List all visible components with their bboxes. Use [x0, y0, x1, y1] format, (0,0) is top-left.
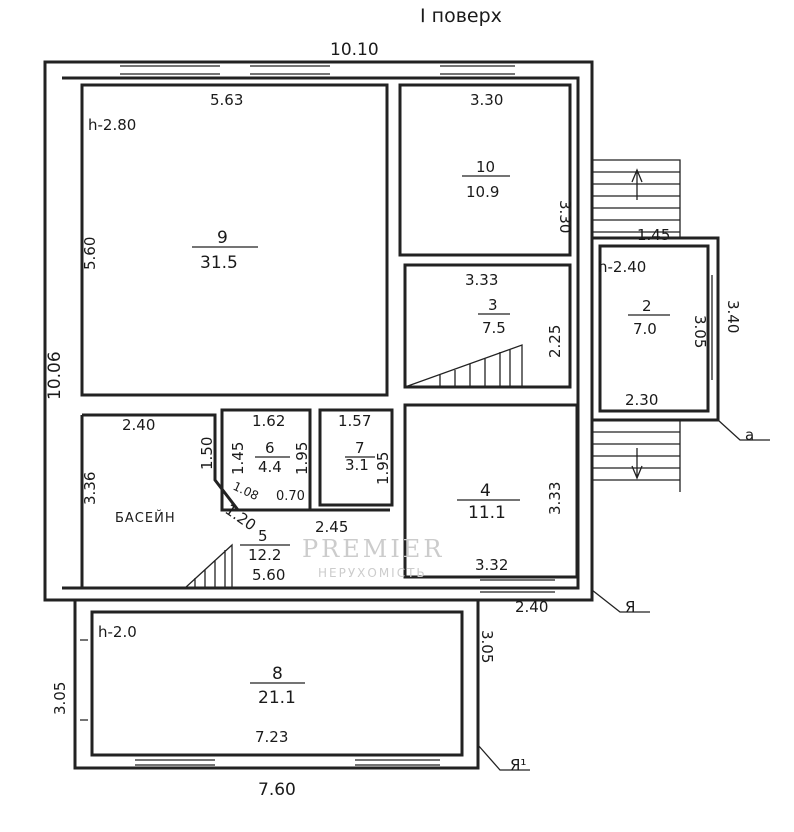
dim: 1.95 [293, 442, 311, 475]
room-labels: 9 31.5 10 10.9 3 7.5 2 7.0 6 4.4 7 3.1 4… [200, 158, 657, 708]
room-number: 7 [355, 439, 365, 457]
dim: h-2.80 [88, 116, 136, 134]
dim: 1.08 [231, 479, 261, 503]
room-2-inner [598, 244, 710, 413]
room-6-wall [220, 408, 312, 512]
dim: 5.60 [252, 566, 285, 584]
dim: 1.45 [637, 226, 670, 244]
dim-total-width: 10.10 [330, 40, 379, 60]
room-number: 5 [258, 527, 268, 545]
dim: 3.30 [556, 200, 574, 233]
dim: h-2.0 [98, 623, 137, 641]
room-9-wall [80, 83, 389, 397]
dim: 3.40 [724, 300, 742, 333]
dim: 1.57 [338, 412, 371, 430]
room-3-wall [403, 263, 572, 389]
section-lines [477, 419, 770, 771]
dim: 1.95 [374, 452, 392, 485]
porch-arrows [631, 168, 643, 480]
room-area: 4.4 [258, 458, 282, 476]
room-number: 9 [217, 228, 228, 248]
section-a: a [745, 426, 754, 444]
room-number: 6 [265, 439, 275, 457]
dim: h-2.40 [598, 258, 646, 276]
room-number: 2 [642, 297, 652, 315]
fraction-lines [192, 175, 670, 684]
porch-steps-bottom [592, 419, 681, 492]
section-ya1: Я¹ [510, 756, 526, 774]
dim: 3.33 [465, 271, 498, 289]
dim: 2.45 [315, 518, 348, 536]
room-10-wall [398, 83, 572, 257]
dim: 3.36 [81, 472, 99, 505]
dim: 2.30 [625, 391, 658, 409]
room-area: 7.5 [482, 319, 506, 337]
outer-wall [43, 60, 594, 602]
dim: 1.62 [252, 412, 285, 430]
pool-label: БАСЕЙН [115, 510, 176, 526]
section-ya: Я [625, 598, 635, 616]
dim: 1.20 [222, 501, 260, 535]
room-area: 21.1 [258, 688, 296, 708]
room-area: 3.1 [345, 456, 369, 474]
room-4-wall [403, 403, 579, 579]
dim: 3.33 [546, 482, 564, 515]
room-area: 10.9 [466, 183, 499, 201]
dim-total-height: 10.06 [45, 351, 65, 400]
floor-title: Ι поверх [420, 5, 502, 27]
room-number: 10 [476, 158, 495, 176]
dim: 1.45 [229, 442, 247, 475]
room-7-wall [318, 408, 394, 507]
dim: 0.70 [276, 489, 305, 504]
dim-bottom-width: 7.60 [258, 780, 296, 800]
room-number: 3 [488, 296, 498, 314]
dim: 2.40 [122, 416, 155, 434]
watermark-subtitle: НЕРУХОМІСТЬ [318, 566, 427, 580]
room-area: 12.2 [248, 546, 281, 564]
dim: 3.32 [475, 556, 508, 574]
dim: 7.23 [255, 728, 288, 746]
dim: 5.60 [81, 237, 99, 270]
dim: 3.05 [51, 682, 69, 715]
room-area: 11.1 [468, 503, 506, 523]
dim: 1.50 [198, 437, 216, 470]
windows [80, 65, 713, 766]
watermark-logo: PREMIER [302, 535, 444, 563]
dim: 5.63 [210, 91, 243, 109]
room-area: 7.0 [633, 320, 657, 338]
dim: 3.05 [691, 315, 709, 348]
room-8-wall [73, 600, 480, 770]
stairs-3 [404, 344, 523, 388]
dim: 2.40 [515, 598, 548, 616]
dim: 3.05 [478, 630, 496, 663]
dim: 3.30 [470, 91, 503, 109]
dim: 2.25 [546, 325, 564, 358]
room-number: 8 [272, 664, 283, 684]
stairs-5 [184, 543, 233, 589]
room-area: 31.5 [200, 253, 238, 273]
room-8-inner [90, 610, 464, 757]
room-number: 4 [480, 481, 491, 501]
